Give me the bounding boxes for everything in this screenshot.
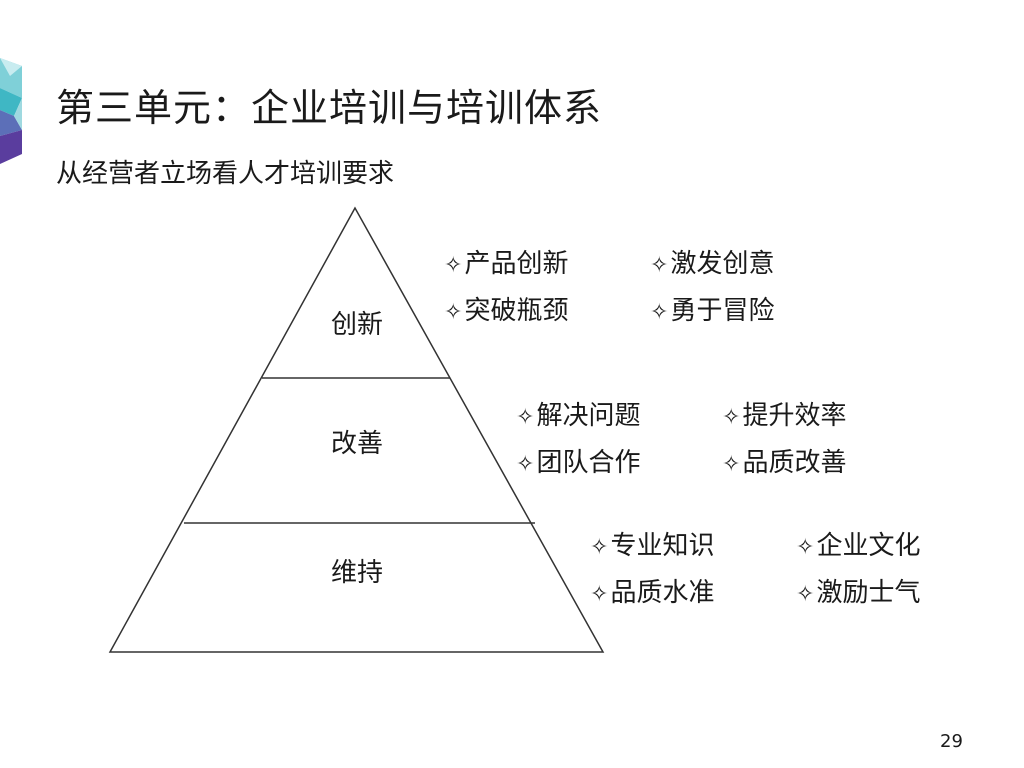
four-pointed-star-icon: ✧: [590, 582, 609, 607]
point-text: 激发创意: [670, 249, 775, 279]
point-text: 解决问题: [536, 401, 641, 431]
point-item: ✧专业知识: [590, 529, 714, 565]
point-item: ✧解决问题: [516, 399, 640, 435]
slide-subtitle: 从经营者立场看人才培训要求: [56, 159, 395, 189]
four-pointed-star-icon: ✧: [444, 253, 463, 278]
point-item: ✧团队合作: [516, 446, 640, 482]
pyramid-level-label-innovation: 创新: [331, 310, 384, 340]
four-pointed-star-icon: ✧: [650, 253, 669, 278]
point-item: ✧品质改善: [722, 446, 846, 482]
point-item: ✧勇于冒险: [650, 294, 774, 330]
four-pointed-star-icon: ✧: [722, 405, 741, 430]
point-text: 突破瓶颈: [464, 296, 569, 326]
point-item: ✧激发创意: [650, 247, 774, 283]
point-item: ✧企业文化: [796, 529, 920, 565]
point-item: ✧品质水准: [590, 576, 714, 612]
point-text: 团队合作: [536, 448, 641, 478]
point-text: 专业知识: [610, 531, 715, 561]
point-item: ✧提升效率: [722, 399, 846, 435]
four-pointed-star-icon: ✧: [722, 452, 741, 477]
point-text: 提升效率: [742, 401, 847, 431]
point-text: 勇于冒险: [670, 296, 775, 326]
point-item: ✧突破瓶颈: [444, 294, 568, 330]
four-pointed-star-icon: ✧: [516, 405, 535, 430]
pyramid-level-label-maintenance: 维持: [331, 558, 384, 588]
four-pointed-star-icon: ✧: [796, 582, 815, 607]
four-pointed-star-icon: ✧: [796, 535, 815, 560]
page-number: 29: [940, 731, 963, 752]
four-pointed-star-icon: ✧: [516, 452, 535, 477]
point-item: ✧产品创新: [444, 247, 568, 283]
point-text: 产品创新: [464, 249, 569, 279]
pyramid-outline: [108, 206, 605, 653]
four-pointed-star-icon: ✧: [590, 535, 609, 560]
four-pointed-star-icon: ✧: [444, 300, 463, 325]
point-item: ✧激励士气: [796, 576, 920, 612]
point-text: 品质水准: [610, 578, 715, 608]
four-pointed-star-icon: ✧: [650, 300, 669, 325]
point-text: 企业文化: [816, 531, 921, 561]
slide-title: 第三单元：企业培训与培训体系: [56, 86, 603, 130]
point-text: 激励士气: [816, 578, 921, 608]
pyramid-level-label-improvement: 改善: [331, 429, 384, 459]
faceted-gem-logo-icon: [0, 58, 22, 164]
point-text: 品质改善: [742, 448, 847, 478]
